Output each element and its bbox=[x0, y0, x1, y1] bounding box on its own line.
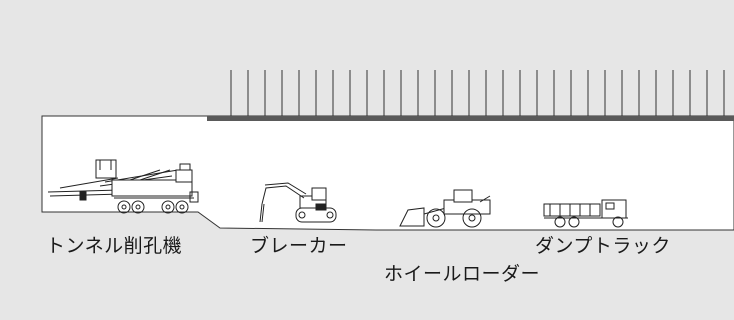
ceiling-slab bbox=[207, 116, 734, 121]
tunnel-drill-icon bbox=[47, 159, 199, 214]
label-tunnel-drill: トンネル削孔機 bbox=[46, 235, 183, 257]
label-breaker: ブレーカー bbox=[250, 235, 348, 257]
dump-truck-icon bbox=[543, 199, 628, 228]
wheel-loader-icon bbox=[399, 189, 491, 228]
breaker-excavator-icon bbox=[259, 182, 337, 223]
tunnel-section bbox=[41, 115, 734, 231]
label-dump-truck: ダンプトラック bbox=[535, 235, 671, 257]
label-wheel-loader: ホイールローダー bbox=[384, 263, 541, 285]
rock-bolt-icon bbox=[230, 70, 725, 116]
